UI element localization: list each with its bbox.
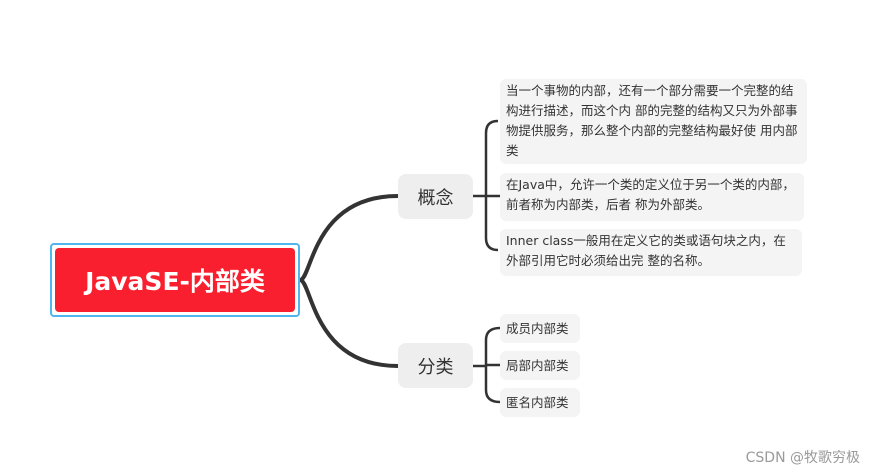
concept-leaf-java[interactable]: 在Java中，允许一个类的定义位于另一个类的内部，前者称为内部类，后者 称为外部… <box>500 173 804 221</box>
category-leaf-local[interactable]: 局部内部类 <box>500 351 580 380</box>
concept-leaf-inner-class[interactable]: Inner class一般用在定义它的类或语句块之内，在外部引用它时必须给出完 … <box>500 229 802 276</box>
root-node-label: JavaSE-内部类 <box>55 248 295 312</box>
root-node[interactable]: JavaSE-内部类 <box>50 243 300 317</box>
category-leaf-anonymous[interactable]: 匿名内部类 <box>500 388 580 417</box>
topic-concept[interactable]: 概念 <box>398 174 473 219</box>
category-leaf-member[interactable]: 成员内部类 <box>500 314 580 343</box>
concept-leaf-definition[interactable]: 当一个事物的内部，还有一个部分需要一个完整的结构进行描述，而这个内 部的完整的结… <box>500 79 807 164</box>
root-to-category-line <box>299 278 399 368</box>
topic-category[interactable]: 分类 <box>398 343 473 388</box>
root-to-concept-line <box>299 194 399 282</box>
concept-bracket <box>484 119 499 252</box>
watermark: CSDN @牧歌穷极 <box>745 450 860 466</box>
